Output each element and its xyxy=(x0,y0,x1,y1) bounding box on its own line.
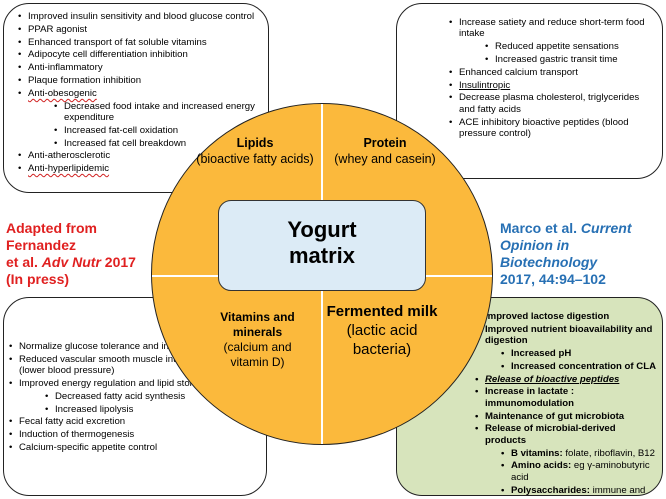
right-citation-journal-part2: Opinion in Biotechnology xyxy=(500,237,598,270)
list-item: ACE inhibitory bioactive peptides (blood… xyxy=(449,117,652,140)
list-item: Improved insulin sensitivity and blood g… xyxy=(18,11,260,23)
left-citation-prefix: et al. xyxy=(6,254,42,270)
protein-benefits-box: Increase satiety and reduce short-term f… xyxy=(396,3,663,179)
lipids-quadrant-label: Lipids (bioactive fatty acids) xyxy=(195,135,315,167)
list-item: Calcium-specific appetite control xyxy=(9,442,260,454)
list-item: Release of microbial-derived products xyxy=(475,423,656,446)
fermented-subtitle-line1: (lactic acid xyxy=(346,322,418,339)
yogurt-title-line2: matrix xyxy=(288,243,356,268)
right-citation: Marco et al. Current Opinion in Biotechn… xyxy=(500,220,664,288)
right-citation-line1: Marco et al. Current xyxy=(500,220,664,237)
lipids-subtitle: (bioactive fatty acids) xyxy=(196,152,314,166)
list-item: Anti-inflammatory xyxy=(18,62,260,74)
list-item-text: eg γ-aminobutyric acid xyxy=(511,460,650,483)
list-item: Release of bioactive peptides xyxy=(475,374,656,386)
fermented-quadrant-label: Fermented milk (lactic acid bacteria) xyxy=(322,302,442,359)
left-citation-line2: et al. Adv Nutr 2017 xyxy=(6,254,156,271)
list-item: Increased lipolysis xyxy=(9,404,260,416)
list-item: Enhanced transport of fat soluble vitami… xyxy=(18,37,260,49)
fermented-title: Fermented milk xyxy=(326,303,438,320)
list-item-text: folate, riboflavin, B12 xyxy=(562,447,655,459)
list-item: Increase in lactate : immunomodulation xyxy=(475,386,656,409)
list-item: Increased pH xyxy=(475,348,656,360)
list-item: Amino acids: eg γ-aminobutyric acid xyxy=(475,460,656,483)
yogurt-title-line1: Yogurt xyxy=(287,217,357,242)
list-item-text: Insulintropic xyxy=(459,79,511,91)
right-citation-journal-part1: Current xyxy=(580,220,632,236)
list-item: Maintenance of gut microbiota xyxy=(475,411,656,423)
list-item: Normalize glucose tolerance and insulin … xyxy=(9,341,260,353)
list-item: Decrease plasma cholesterol, triglycerid… xyxy=(449,92,652,115)
yogurt-matrix-box xyxy=(218,200,426,291)
list-item: Improved nutrient bioavailability and di… xyxy=(475,324,656,347)
list-item: Increased concentration of CLA xyxy=(475,361,656,373)
list-item: Improved lactose digestion xyxy=(475,311,656,323)
list-item: Insulintropic xyxy=(449,79,652,92)
list-item: Decreased food intake and increased ener… xyxy=(18,101,260,124)
list-item-text: Anti-hyperlipidemic xyxy=(28,163,110,175)
list-item: Enhanced calcium transport xyxy=(449,67,652,79)
list-item: Anti-atherosclerotic xyxy=(18,150,260,162)
list-item: PPAR agonist xyxy=(18,24,260,36)
right-citation-prefix: Marco et al. xyxy=(500,220,581,236)
list-item: B vitamins: folate, riboflavin, B12 xyxy=(475,447,656,460)
list-item: Increased fat cell breakdown xyxy=(18,138,260,150)
vitamins-subtitle-line1: (calcium and xyxy=(223,340,292,354)
list-item-label: Polysaccharides: xyxy=(511,484,590,496)
protein-quadrant-label: Protein (whey and casein) xyxy=(330,135,440,167)
protein-title: Protein xyxy=(363,136,407,150)
left-citation-line1: Adapted from Fernandez xyxy=(6,220,97,253)
list-item: Anti-hyperlipidemic xyxy=(18,163,260,175)
list-item: Reduced appetite sensations xyxy=(449,41,652,53)
list-item-label: Amino acids: xyxy=(511,460,572,472)
list-item: Decreased fatty acid synthesis xyxy=(9,391,260,403)
list-item: Reduced vascular smooth muscle intracell… xyxy=(9,354,260,377)
right-citation-line3: 2017, 44:94–102 xyxy=(500,271,606,287)
lipids-benefits-box: Improved insulin sensitivity and blood g… xyxy=(3,3,269,193)
list-item: Fecal fatty acid excretion xyxy=(9,416,260,428)
vitamins-title-line2: minerals xyxy=(232,325,283,339)
list-item: Plaque formation inhibition xyxy=(18,75,260,87)
lipids-title: Lipids xyxy=(236,136,274,150)
list-item: Adipocyte cell differentiation inhibitio… xyxy=(18,49,260,61)
list-item-text: Anti-obesogenic xyxy=(28,87,97,99)
vitamins-title-line1: Vitamins and xyxy=(220,310,295,324)
list-item: Polysaccharides: immune and prebiotic ac… xyxy=(475,484,656,496)
list-item: Increase satiety and reduce short-term f… xyxy=(449,17,652,40)
list-item-label: B vitamins: xyxy=(511,447,563,459)
left-citation-line3: (In press) xyxy=(6,271,70,287)
left-citation-journal: Adv Nutr xyxy=(41,254,101,270)
vitamins-quadrant-label: Vitamins and minerals (calcium and vitam… xyxy=(200,310,315,370)
left-citation-year: 2017 xyxy=(100,254,136,270)
list-item: Increased gastric transit time xyxy=(449,54,652,66)
left-citation: Adapted from Fernandez et al. Adv Nutr 2… xyxy=(6,220,156,288)
list-item: Anti-obesogenic xyxy=(18,87,260,100)
list-item: Induction of thermogenesis xyxy=(9,429,260,441)
list-item: Increased fat-cell oxidation xyxy=(18,125,260,137)
fermented-subtitle-line2: bacteria) xyxy=(352,341,412,358)
list-item-text: immune and prebiotic activities xyxy=(592,484,646,496)
protein-subtitle: (whey and casein) xyxy=(334,152,436,166)
list-item: Improved energy regulation and lipid sto… xyxy=(9,378,260,390)
yogurt-matrix-title: Yogurt matrix xyxy=(218,217,426,269)
vitamins-subtitle-line2: vitamin D) xyxy=(230,355,285,369)
